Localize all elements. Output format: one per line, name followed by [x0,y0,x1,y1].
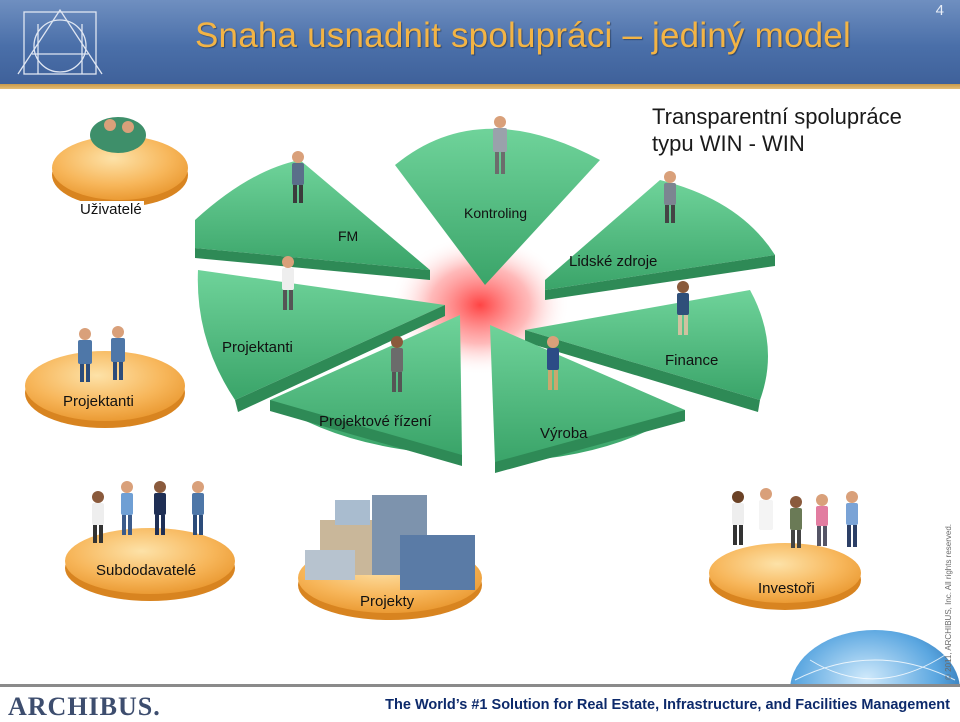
subtitle-line-2: typu WIN - WIN [652,131,805,156]
segment-label-lidske-zdroje: Lidské zdroje [569,253,658,270]
platform-label-subdodavatele: Subdodavatelé [96,562,197,579]
copyright-notice: © 2011, ARCHIBUS, Inc. All rights reserv… [944,523,953,680]
segment-kontroling [395,128,600,285]
segment-projektove-rizeni [270,315,462,466]
segment-projektanti [197,270,445,412]
globe-icon [790,630,960,685]
header-divider [0,84,960,89]
segment-lidske-zdroje [545,180,775,300]
platform-subdodavatele [65,528,235,601]
segment-label-fm: FM [338,228,359,244]
footer-brand: ARCHIBUS. [8,692,161,721]
segment-label-finance: Finance [665,352,719,369]
footer-tagline: The World’s #1 Solution for Real Estate,… [385,697,950,713]
collaboration-diagram [25,116,960,685]
footer-bar: ARCHIBUS. The World’s #1 Solution for Re… [0,684,960,721]
segment-label-vyroba: Výroba [540,425,588,442]
segment-fm [195,160,430,280]
segment-label-projektove-rizeni: Projektové řízení [319,413,432,430]
segment-label-projektanti: Projektanti [222,339,293,356]
platform-label-projekty: Projekty [360,593,415,610]
segment-finance [525,290,768,412]
buildings-icon [305,495,475,590]
archibus-logo-icon [17,8,103,75]
page-number: 4 [935,2,944,19]
platform-projektanti [25,351,185,428]
subtitle: Transparentní spolupráce typu WIN - WIN [652,103,902,157]
slide-title: Snaha usnadnit spolupráci – jediný model [195,16,851,55]
platform-label-investori: Investoři [758,580,815,597]
segment-vyroba [490,325,685,473]
subtitle-line-1: Transparentní spolupráce [652,104,902,129]
platform-uzivatele [52,136,188,207]
header-bar [0,0,960,84]
person-figures [78,116,858,548]
platform-investori [709,543,861,610]
platform-label-uzivatele: Uživatelé [78,201,144,218]
platform-label-projektanti: Projektanti [63,393,134,410]
segment-label-kontroling: Kontroling [464,205,528,221]
